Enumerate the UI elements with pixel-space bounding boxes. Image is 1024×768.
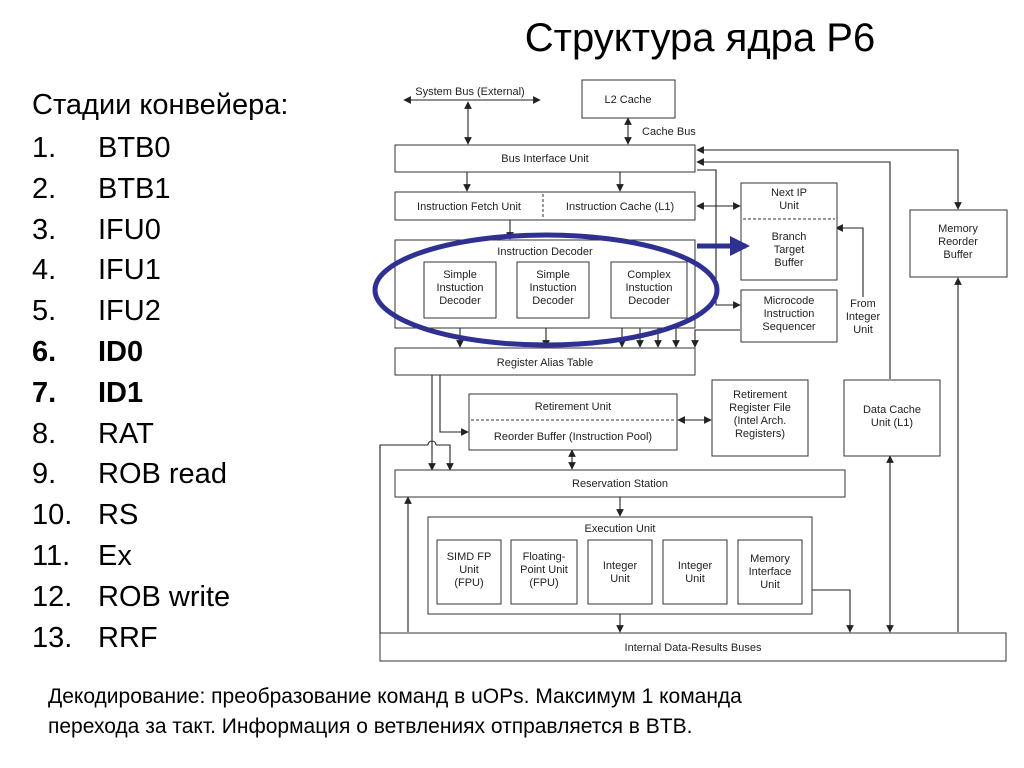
- svg-text:Internal Data-Results Buses: Internal Data-Results Buses: [625, 642, 762, 654]
- slide-caption: Декодирование: преобразование команд в u…: [48, 682, 948, 742]
- svg-text:Bus Interface Unit: Bus Interface Unit: [501, 153, 588, 165]
- bus-interface-unit-box: Bus Interface Unit: [394, 144, 696, 173]
- stage-label: RRF: [98, 621, 158, 654]
- svg-text:System Bus (External): System Bus (External): [415, 86, 524, 98]
- svg-text:Instruction Cache (L1): Instruction Cache (L1): [566, 201, 674, 213]
- connector-lines: [379, 96, 962, 640]
- stages-heading: Стадии конвейера:: [32, 89, 289, 121]
- svg-text:Execution Unit: Execution Unit: [585, 523, 656, 535]
- retirement-reorder-box: Retirement Unit Reorder Buffer (Instruct…: [468, 393, 678, 451]
- stage-item: 7. ID1: [32, 373, 230, 414]
- svg-text:L2 Cache: L2 Cache: [604, 94, 651, 106]
- stage-label: Ex: [98, 539, 132, 572]
- instruction-fetch-unit-box: Instruction Fetch Unit Instruction Cache…: [394, 191, 696, 221]
- stage-item: 6. ID0: [32, 332, 230, 373]
- stage-item: 3. IFU0: [32, 210, 230, 251]
- stage-number: 1.: [32, 132, 57, 164]
- caption-line-1: Декодирование: преобразование команд в u…: [48, 685, 742, 708]
- svg-text:Floating-Point Unit(FPU): Floating-Point Unit(FPU): [520, 551, 568, 589]
- stage-item: 12. ROB write: [32, 577, 230, 618]
- stage-item: 13. RRF: [32, 618, 230, 659]
- svg-text:Instruction Fetch Unit: Instruction Fetch Unit: [417, 201, 521, 213]
- stage-number: 10.: [32, 499, 73, 532]
- stage-number: 6.: [32, 335, 57, 368]
- stage-item: 9. ROB read: [32, 454, 230, 495]
- stage-label: BTB0: [98, 132, 171, 164]
- stage-label: ROB read: [98, 458, 227, 491]
- reservation-station-box: Reservation Station: [394, 469, 846, 498]
- stage-number: 4.: [32, 254, 57, 287]
- stage-item: 8. RAT: [32, 414, 230, 455]
- stage-number: 5.: [32, 295, 57, 328]
- pipeline-stage-list: 1. BTB0 2. BTB1 3. IFU0 4. IFU1 5. IFU2 6. ID0 7. ID1…: [32, 128, 230, 658]
- stage-item: 11. Ex: [32, 536, 230, 577]
- stage-item: 4. IFU1: [32, 250, 230, 291]
- svg-text:Register Alias Table: Register Alias Table: [497, 357, 593, 369]
- svg-text:Instruction Decoder: Instruction Decoder: [497, 246, 593, 258]
- p6-core-diagram: System Bus (External) L2 Cache Cache Bus…: [372, 79, 1008, 662]
- stage-label: ID0: [98, 335, 144, 368]
- svg-text:Retirement Unit: Retirement Unit: [535, 401, 611, 413]
- stage-label: ROB write: [98, 580, 231, 613]
- stage-item: 2. BTB1: [32, 169, 230, 210]
- system-bus: System Bus (External): [415, 86, 524, 98]
- stage-number: 11.: [32, 539, 71, 572]
- svg-text:Cache Bus: Cache Bus: [642, 126, 696, 138]
- stage-number: 8.: [32, 417, 57, 450]
- decoder-highlight: [372, 232, 750, 348]
- stage-label: RS: [98, 499, 139, 532]
- stage-label: RAT: [98, 417, 154, 450]
- register-alias-table-box: Register Alias Table: [394, 347, 696, 376]
- l2-cache-box: L2 Cache Cache Bus: [581, 79, 696, 138]
- stage-number: 7.: [32, 376, 57, 409]
- stage-label: ID1: [98, 376, 144, 409]
- stage-label: IFU2: [98, 295, 161, 328]
- internal-buses-box: Internal Data-Results Buses: [379, 632, 1007, 662]
- stage-label: IFU0: [98, 213, 161, 246]
- stage-item: 10. RS: [32, 495, 230, 536]
- svg-text:Reservation Station: Reservation Station: [572, 478, 668, 490]
- stage-label: BTB1: [98, 172, 171, 205]
- stage-number: 2.: [32, 172, 57, 205]
- stage-item: 5. IFU2: [32, 291, 230, 332]
- stage-number: 3.: [32, 213, 57, 246]
- stage-number: 9.: [32, 458, 57, 491]
- stage-item: 1. BTB0: [32, 128, 230, 169]
- slide-title: Структура ядра P6: [524, 16, 876, 60]
- stage-label: IFU1: [98, 254, 161, 287]
- stage-number: 13.: [32, 621, 73, 654]
- caption-line-2: перехода за такт. Информация о ветвления…: [48, 715, 693, 738]
- svg-text:Reorder Buffer (Instruction Po: Reorder Buffer (Instruction Pool): [494, 431, 652, 443]
- stage-number: 12.: [32, 580, 73, 613]
